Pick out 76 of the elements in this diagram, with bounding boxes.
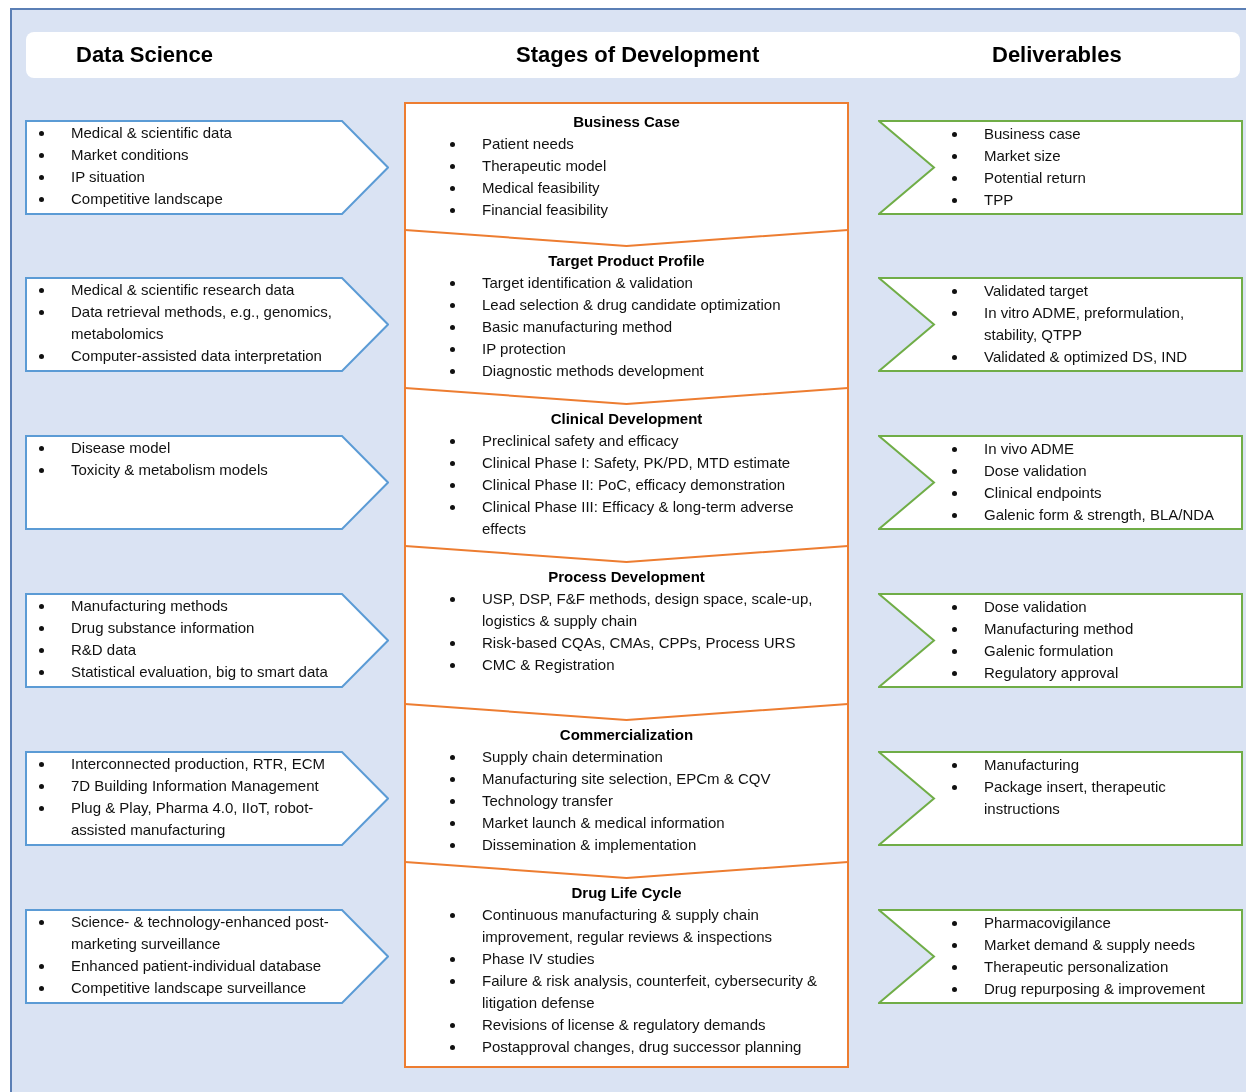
bullet-item: 7D Building Information Management [71, 776, 319, 796]
bullet-item: Medical feasibility [482, 178, 600, 198]
bullet-item: Toxicity & metabolism models [71, 460, 268, 480]
bullet-item: Manufacturing [984, 755, 1080, 775]
bullet-item: Clinical endpoints [984, 483, 1102, 503]
bullet-item: Lead selection & drug candidate optimization [482, 295, 781, 315]
bullet-item: Drug repurposing & improvement [984, 979, 1205, 999]
bullet-item: Manufacturing method [984, 619, 1134, 639]
bullet-item: Revisions of license & regulatory demands [482, 1015, 766, 1035]
bullet-item: Dose validation [984, 461, 1087, 481]
bullet-item: Clinical Phase III: Efficacy & long-term adverse effects [482, 497, 795, 539]
bullet-item: Computer-assisted data interpretation [71, 346, 322, 366]
bullet-item: Drug substance information [71, 618, 255, 638]
bullet-item: Market demand & supply needs [984, 935, 1195, 955]
bullet-item: IP protection [482, 339, 566, 359]
header-band [26, 32, 1240, 78]
bullet-item: In vitro ADME, preformulation, stability, QTPP [984, 303, 1186, 345]
stage-title: Clinical Development [549, 409, 704, 429]
bullet-item: TPP [984, 190, 1014, 210]
stage-title: Target Product Profile [547, 251, 706, 271]
bullet-item: Disease model [71, 438, 171, 458]
bullet-item: Regulatory approval [984, 663, 1119, 683]
bullet-item: Continuous manufacturing & supply chain improvement, regular reviews & inspections [482, 905, 774, 947]
bullet-item: Phase IV studies [482, 949, 595, 969]
stage-title: Business Case [572, 112, 681, 132]
bullet-item: USP, DSP, F&F methods, design space, scale-up, logistics & supply chain [482, 589, 814, 631]
bullet-item: Preclinical safety and efficacy [482, 431, 679, 451]
bullet-item: Business case [984, 124, 1081, 144]
bullet-item: CMC & Registration [482, 655, 615, 675]
bullet-item: Medical & scientific research data [71, 280, 295, 300]
bullet-item: Clinical Phase II: PoC, efficacy demonstration [482, 475, 786, 495]
stage-title: Process Development [547, 567, 706, 587]
bullet-item: Interconnected production, RTR, ECM [71, 754, 325, 774]
column-heading: Data Science [76, 41, 213, 69]
bullet-item: Patient needs [482, 134, 574, 154]
bullet-item: Postapproval changes, drug successor planning [482, 1037, 802, 1057]
bullet-item: Data retrieval methods, e.g., genomics, metabolomics [71, 302, 333, 344]
bullet-item: Enhanced patient-individual database [71, 956, 322, 976]
bullet-item: Market conditions [71, 145, 189, 165]
stage-title: Drug Life Cycle [570, 883, 683, 903]
bullet-item: Risk-based CQAs, CMAs, CPPs, Process URS [482, 633, 796, 653]
bullet-item: Market size [984, 146, 1061, 166]
bullet-item: Competitive landscape [71, 189, 223, 209]
bullet-item: Science- & technology-enhanced post-marketing surveillance [71, 912, 330, 954]
bullet-item: Technology transfer [482, 791, 613, 811]
bullet-item: Pharmacovigilance [984, 913, 1111, 933]
bullet-item: IP situation [71, 167, 145, 187]
bullet-item: Dose validation [984, 597, 1087, 617]
bullet-item: Market launch & medical information [482, 813, 725, 833]
bullet-item: Validated target [984, 281, 1088, 301]
bullet-item: Basic manufacturing method [482, 317, 673, 337]
bullet-item: In vivo ADME [984, 439, 1075, 459]
bullet-item: Plug & Play, Pharma 4.0, IIoT, robot-assisted manufacturing [71, 798, 315, 840]
bullet-item: Medical & scientific data [71, 123, 232, 143]
bullet-item: Statistical evaluation, big to smart data [71, 662, 328, 682]
bullet-item: Therapeutic personalization [984, 957, 1169, 977]
bullet-item: Validated & optimized DS, IND [984, 347, 1188, 367]
bullet-item: Galenic form & strength, BLA/NDA [984, 505, 1215, 525]
bullet-item: Manufacturing site selection, EPCm & CQV [482, 769, 771, 789]
bullet-item: Manufacturing methods [71, 596, 228, 616]
bullet-item: Potential return [984, 168, 1086, 188]
stage-title: Commercialization [558, 725, 695, 745]
bullet-item: R&D data [71, 640, 137, 660]
bullet-item: Competitive landscape surveillance [71, 978, 307, 998]
column-heading: Stages of Development [516, 41, 760, 69]
bullet-item: Galenic formulation [984, 641, 1114, 661]
bullet-item: Package insert, therapeutic instructions [984, 777, 1167, 819]
bullet-item: Supply chain determination [482, 747, 663, 767]
bullet-item: Target identification & validation [482, 273, 693, 293]
bullet-item: Therapeutic model [482, 156, 607, 176]
column-heading: Deliverables [992, 41, 1122, 69]
bullet-item: Diagnostic methods development [482, 361, 704, 381]
bullet-item: Failure & risk analysis, counterfeit, cybersecurity & litigation defense [482, 971, 819, 1013]
bullet-item: Financial feasibility [482, 200, 608, 220]
bullet-item: Clinical Phase I: Safety, PK/PD, MTD estimate [482, 453, 791, 473]
bullet-item: Dissemination & implementation [482, 835, 697, 855]
